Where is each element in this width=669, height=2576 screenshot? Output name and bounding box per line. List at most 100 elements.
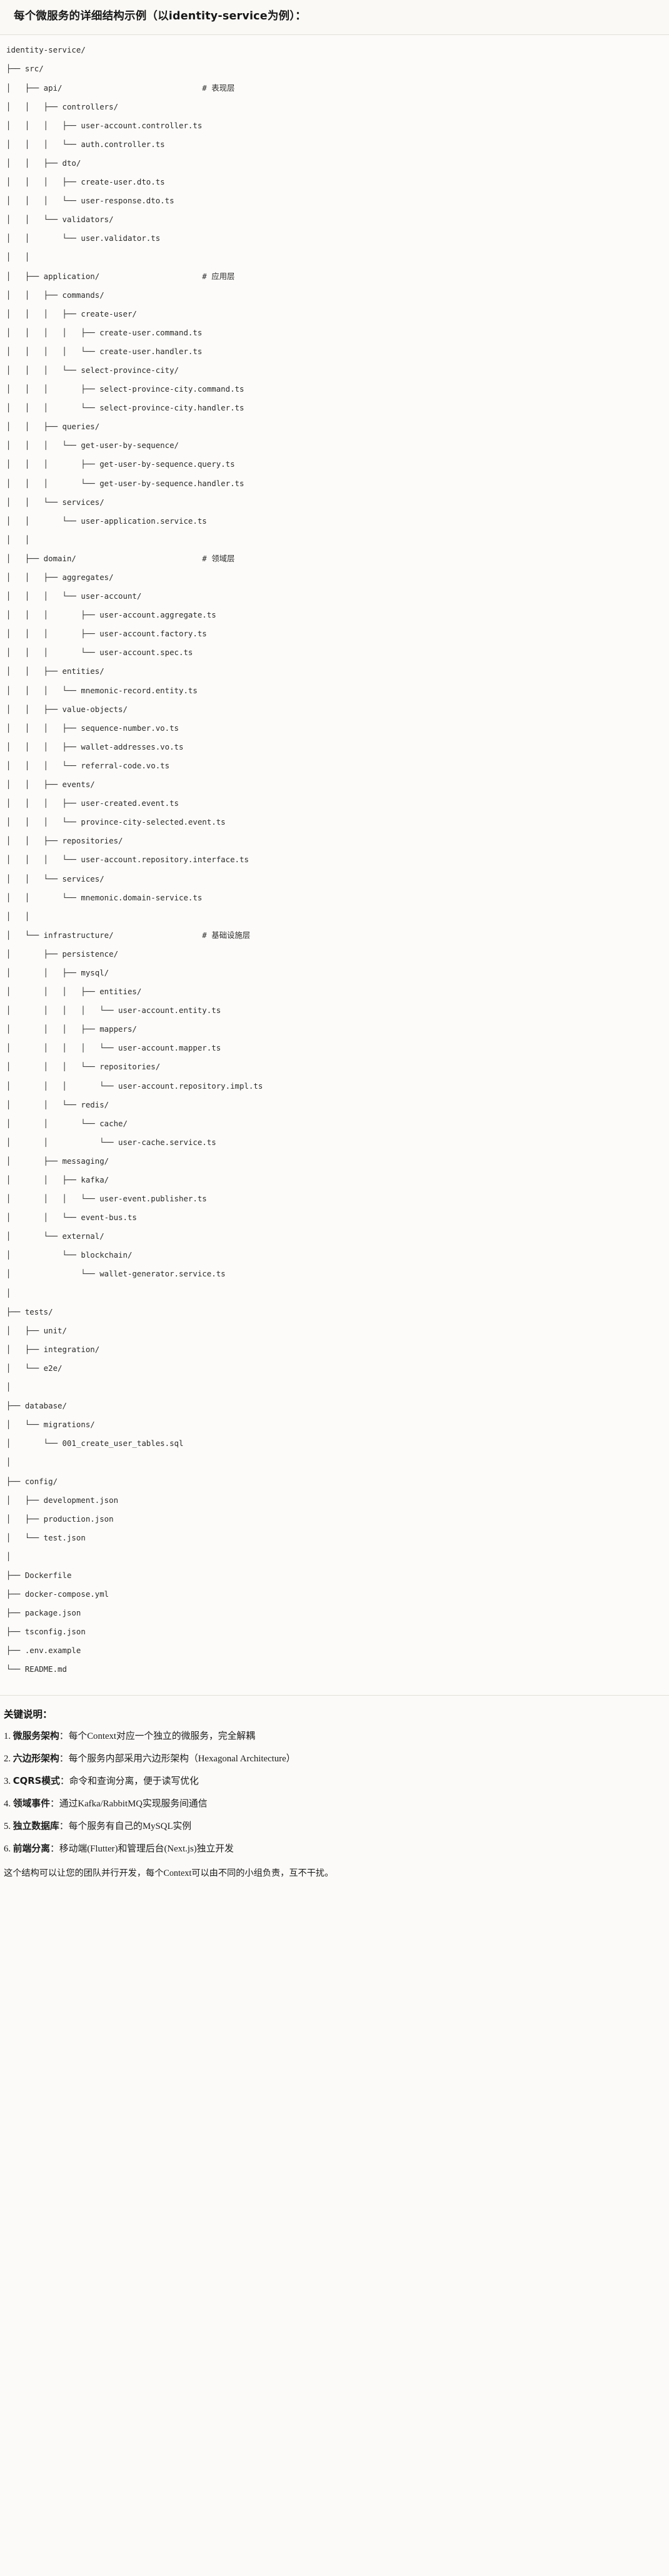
tree-line: │ │ ├── entities/: [6, 666, 104, 676]
key-note-number: 5.: [4, 1821, 13, 1832]
key-note-term: 微服务架构: [13, 1730, 59, 1741]
tree-line: │ │ │ └── get-user-by-sequence.handler.t…: [6, 478, 244, 488]
tree-line: │ │ └── event-bus.ts: [6, 1213, 137, 1223]
page-title: 每个微服务的详细结构示例（以identity-service为例）：: [14, 10, 306, 23]
tree-line: │ │ │ ├── mappers/: [6, 1024, 137, 1034]
tree-line: │ ├── development.json: [6, 1495, 119, 1505]
key-note-body: ：每个服务内部采用六边形架构（Hexagonal Architecture）: [59, 1753, 296, 1764]
tree-line: │ │ ├── controllers/: [6, 101, 119, 111]
key-note-term: 前端分离: [13, 1843, 50, 1855]
tree-line: │ │ │ └── select-province-city/: [6, 365, 179, 375]
tree-line: ├── tsconfig.json: [6, 1627, 86, 1637]
key-note-number: 6.: [4, 1844, 13, 1855]
tree-line: │ │ ├── repositories/: [6, 836, 123, 846]
tree-line: │ │ │ └── user-account.repository.interf…: [6, 855, 249, 865]
tree-line: │ │ ├── queries/: [6, 422, 100, 432]
tree-line: │: [6, 1288, 11, 1298]
tree-line: │: [6, 1382, 11, 1392]
key-note-term: CQRS模式: [13, 1775, 60, 1786]
key-note-term: 领域事件: [13, 1798, 50, 1810]
tree-line: ├── package.json: [6, 1608, 81, 1618]
tree-line: │ │ │ └── select-province-city.handler.t…: [6, 403, 244, 413]
tree-line: ├── config/: [6, 1476, 58, 1486]
tree-line: │ │ │ │ └── create-user.handler.ts: [6, 346, 203, 356]
tree-line: │ │ └── user.validator.ts: [6, 233, 161, 243]
tree-line: │ │ └── cache/: [6, 1118, 128, 1128]
tree-line: identity-service/: [6, 45, 86, 55]
tree-line: │ └── blockchain/: [6, 1250, 133, 1260]
key-note-body: ：每个服务有自己的MySQL实例: [59, 1821, 192, 1832]
tree-line: │ │ │ ├── user-account.controller.ts: [6, 120, 203, 130]
divider-bottom: [0, 1694, 669, 1696]
tree-line: │ │ └── validators/: [6, 215, 114, 225]
key-note-body: ：通过Kafka/RabbitMQ实现服务间通信: [50, 1799, 208, 1810]
tree-line: │ │ │ ├── create-user/: [6, 308, 137, 318]
tree-line: │ │ ├── dto/: [6, 158, 81, 168]
tree-line: │ └── wallet-generator.service.ts: [6, 1269, 226, 1279]
tree-line: │ └── test.json: [6, 1532, 86, 1542]
tree-line: │ │ │ └── user-account/: [6, 591, 142, 601]
tree-line: │ │ └── services/: [6, 873, 104, 883]
tree-line: ├── database/: [6, 1401, 67, 1411]
tree-line: │ │: [6, 252, 30, 262]
tree-line: │ └── external/: [6, 1231, 104, 1241]
tree-line: │ │ ├── commands/: [6, 290, 104, 300]
tree-line: │ │ │ ├── user-created.event.ts: [6, 798, 179, 808]
tree-line: │ │ │ └── user-account.repository.impl.t…: [6, 1081, 263, 1091]
tree-line: │ │ │ ├── create-user.dto.ts: [6, 177, 165, 187]
key-note-item: 4. 领域事件：通过Kafka/RabbitMQ实现服务间通信: [3, 1797, 666, 1811]
tree-line: │ │ │ ├── get-user-by-sequence.query.ts: [6, 459, 235, 469]
page-root: 每个微服务的详细结构示例（以identity-service为例）： ident…: [0, 10, 669, 1886]
tree-line: ├── .env.example: [6, 1646, 81, 1656]
closing-paragraph: 这个结构可以让您的团队并行开发，每个Context可以由不同的小组负责，互不干扰…: [4, 1868, 334, 1878]
tree-line: │ │ └── user-application.service.ts: [6, 516, 207, 526]
tree-line: │ └── migrations/: [6, 1420, 95, 1430]
tree-line: │ │ │ └── province-city-selected.event.t…: [6, 817, 226, 827]
tree-line: │ │: [6, 534, 30, 544]
tree-line: │ ├── unit/: [6, 1325, 67, 1335]
key-note-number: 2.: [4, 1753, 13, 1764]
tree-line: │ │ │ ├── user-account.aggregate.ts: [6, 610, 216, 620]
tree-line: │ │ ├── events/: [6, 780, 95, 790]
tree-line: │ │ │ └── mnemonic-record.entity.ts: [6, 685, 198, 695]
tree-line: ├── Dockerfile: [6, 1570, 72, 1580]
tree-line: │ │ │ └── auth.controller.ts: [6, 139, 165, 149]
tree-line: │ │ │ └── get-user-by-sequence/: [6, 440, 179, 451]
tree-line: │ │ ├── value-objects/: [6, 704, 128, 714]
key-notes-section: 关键说明： 1. 微服务架构：每个Context对应一个独立的微服务，完全解耦 2…: [0, 1695, 669, 1886]
tree-line: │ │ │ │ ├── create-user.command.ts: [6, 327, 203, 337]
key-note-item: 5. 独立数据库：每个服务有自己的MySQL实例: [3, 1820, 666, 1833]
tree-line: │ ├── messaging/: [6, 1156, 109, 1166]
tree-line: │ │ ├── aggregates/: [6, 573, 114, 582]
key-note-term: 独立数据库: [13, 1821, 59, 1832]
tree-line: │ ├── domain/ # 领域层: [6, 553, 235, 563]
tree-line: │ └── e2e/: [6, 1363, 63, 1373]
tree-line: │ │ │ │ └── user-account.mapper.ts: [6, 1043, 221, 1053]
divider-top: [0, 34, 669, 36]
tree-line: ├── tests/: [6, 1306, 53, 1316]
key-notes-title: 关键说明：: [4, 1708, 53, 1720]
tree-line: │ │ └── redis/: [6, 1099, 109, 1109]
tree-line: │ ├── production.json: [6, 1514, 114, 1524]
key-note-number: 1.: [4, 1731, 13, 1741]
tree-line: │ │ │ ├── wallet-addresses.vo.ts: [6, 741, 184, 751]
key-note-body: ：命令和查询分离，便于读写优化: [59, 1776, 199, 1786]
tree-line: │ ├── application/ # 应用层: [6, 271, 235, 281]
tree-line: │ │ ├── kafka/: [6, 1175, 109, 1184]
key-note-item: 1. 微服务架构：每个Context对应一个独立的微服务，完全解耦: [3, 1729, 666, 1743]
tree-line: │ └── 001_create_user_tables.sql: [6, 1438, 184, 1448]
key-note-number: 4.: [4, 1799, 13, 1810]
tree-line: │ │ └── services/: [6, 497, 104, 507]
directory-tree: identity-service/ ├── src/ │ ├── api/ # …: [0, 45, 669, 1683]
tree-line: └── README.md: [6, 1664, 67, 1674]
tree-line: │ └── infrastructure/ # 基础设施层: [6, 930, 251, 940]
tree-line: │ │ │ │ └── user-account.entity.ts: [6, 1005, 221, 1016]
tree-line: │ │ │ └── repositories/: [6, 1062, 161, 1072]
key-note-body: ：移动端(Flutter)和管理后台(Next.js)独立开发: [50, 1844, 234, 1855]
tree-line: │ │ │ ├── entities/: [6, 987, 142, 997]
tree-line: │ │ │ └── referral-code.vo.ts: [6, 760, 170, 770]
tree-line: ├── src/: [6, 64, 44, 74]
directory-tree-section: identity-service/ ├── src/ │ ├── api/ # …: [0, 35, 669, 1695]
tree-line: ├── docker-compose.yml: [6, 1589, 109, 1599]
